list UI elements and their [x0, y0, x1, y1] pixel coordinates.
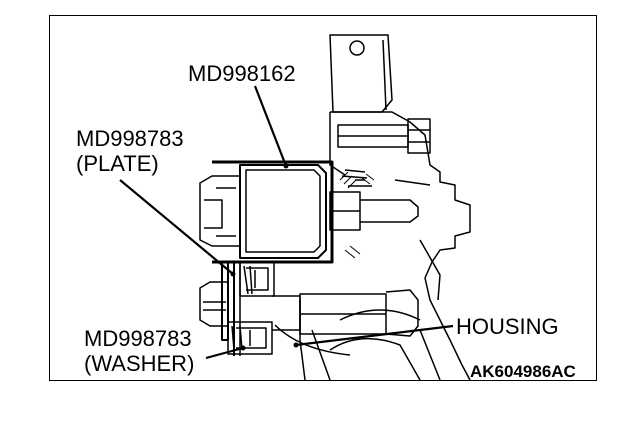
label-md998783-plate: MD998783	[76, 126, 184, 151]
leader-dot-md998162	[283, 163, 289, 169]
lower-bolt	[199, 281, 419, 337]
upper-clamp-nut	[239, 261, 275, 297]
label-md998162: MD998162	[188, 61, 296, 86]
leader-housing	[295, 324, 454, 347]
label-md998783-washer: MD998783	[84, 326, 192, 351]
leader-washer	[205, 346, 244, 360]
tool-plate	[221, 261, 241, 356]
washer-clamp	[227, 321, 273, 355]
upper-bolt	[337, 118, 431, 154]
figure-code: AK604986AC	[470, 362, 576, 381]
leader-plate	[119, 179, 234, 275]
gear-teeth	[339, 171, 375, 259]
label-housing: HOUSING	[456, 314, 559, 339]
label-plate: (PLATE)	[76, 151, 159, 176]
upper-shaft	[329, 34, 393, 113]
leader-dot-housing	[293, 342, 299, 348]
housing-body	[274, 111, 471, 381]
leader-md998162	[253, 85, 288, 167]
leader-dot-plate	[230, 271, 236, 277]
leader-dot-washer	[240, 345, 246, 351]
tool-md998162-body	[199, 160, 334, 264]
label-washer: (WASHER)	[84, 351, 195, 376]
center-stud	[329, 169, 419, 231]
figure-frame	[49, 15, 597, 381]
